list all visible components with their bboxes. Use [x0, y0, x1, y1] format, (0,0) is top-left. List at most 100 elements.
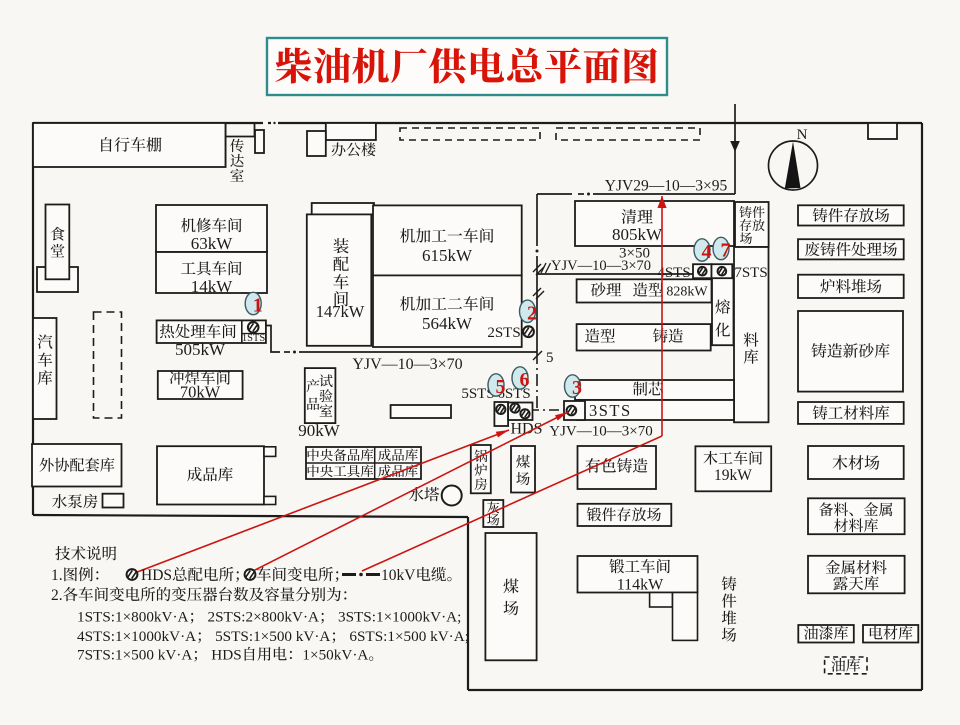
svg-text:HDS: HDS — [510, 421, 542, 438]
svg-text:水泵房: 水泵房 — [52, 490, 99, 512]
svg-text:热处理车间: 热处理车间 — [159, 320, 237, 342]
svg-text:564kW: 564kW — [422, 314, 473, 333]
svg-text:场: 场 — [516, 468, 531, 489]
svg-text:6: 6 — [520, 369, 530, 391]
svg-text:7STS:1×500 kV·A； HDS自用电：1×50kV: 7STS:1×500 kV·A； HDS自用电：1×50kV·A。 — [77, 644, 384, 665]
svg-text:堂: 堂 — [50, 240, 65, 261]
svg-text:汽: 汽 — [37, 331, 53, 353]
svg-text:铸造: 铸造 — [652, 325, 683, 347]
svg-text:YJV—10—3×70: YJV—10—3×70 — [549, 424, 652, 440]
svg-text:房: 房 — [474, 473, 488, 493]
svg-text:化: 化 — [715, 319, 731, 341]
svg-text:615kW: 615kW — [422, 246, 473, 265]
svg-text:办公楼: 办公楼 — [331, 139, 376, 160]
svg-text:传: 传 — [230, 135, 245, 156]
svg-text:3×50: 3×50 — [619, 246, 650, 262]
svg-text:煤: 煤 — [516, 451, 531, 472]
svg-text:造型: 造型 — [584, 325, 615, 347]
svg-text:147kW: 147kW — [316, 302, 365, 321]
svg-text:2: 2 — [527, 302, 537, 324]
svg-text:煤: 煤 — [503, 574, 519, 597]
svg-text:505kW: 505kW — [175, 340, 226, 359]
svg-text:YJV29—10—3×95: YJV29—10—3×95 — [605, 178, 728, 195]
svg-text:水塔: 水塔 — [408, 483, 440, 505]
svg-text:机修车间: 机修车间 — [180, 214, 242, 236]
svg-text:木工车间: 木工车间 — [703, 448, 763, 469]
svg-text:废铸件处理场: 废铸件处理场 — [804, 238, 897, 260]
svg-text:90kW: 90kW — [298, 421, 341, 440]
svg-text:1STS:1×800kV·A； 2STS:2×800kV·A: 1STS:1×800kV·A； 2STS:2×800kV·A； 3STS:1×1… — [77, 606, 461, 627]
svg-text:YJV—10—3×70: YJV—10—3×70 — [352, 356, 462, 373]
svg-text:库: 库 — [743, 346, 759, 368]
svg-text:配: 配 — [333, 251, 350, 275]
svg-text:828kW: 828kW — [666, 285, 708, 300]
svg-text:场: 场 — [503, 596, 519, 619]
svg-text:自行车棚: 自行车棚 — [98, 133, 162, 156]
svg-text:食: 食 — [50, 223, 65, 244]
svg-text:14kW: 14kW — [191, 277, 234, 296]
svg-text:存放: 存放 — [739, 215, 765, 234]
svg-text:6STS: 6STS — [497, 386, 530, 402]
svg-text:油漆库: 油漆库 — [803, 623, 848, 644]
svg-text:验: 验 — [319, 386, 333, 406]
svg-text:场: 场 — [487, 510, 500, 529]
svg-text:63kW: 63kW — [191, 234, 234, 253]
svg-text:4STS:1×1000kV·A； 5STS:1×500 kV: 4STS:1×1000kV·A； 5STS:1×500 kV·A； 6STS:1… — [77, 625, 469, 646]
svg-text:产: 产 — [306, 376, 320, 396]
svg-text:清理: 清理 — [621, 205, 653, 228]
svg-text:试: 试 — [319, 371, 333, 391]
svg-text:车间变电所；: 车间变电所； — [256, 563, 349, 585]
svg-text:车: 车 — [333, 269, 350, 293]
svg-text:技术说明: 技术说明 — [55, 542, 117, 564]
svg-text:7STS: 7STS — [734, 265, 767, 281]
svg-text:外协配套库: 外协配套库 — [39, 455, 115, 476]
svg-text:电材库: 电材库 — [868, 623, 913, 644]
svg-text:场: 场 — [739, 228, 752, 247]
svg-text:5STS: 5STS — [461, 386, 494, 402]
svg-text:铸工材料库: 铸工材料库 — [812, 402, 890, 424]
svg-text:熔: 熔 — [715, 296, 731, 318]
svg-text:4STS: 4STS — [657, 265, 690, 281]
svg-text:4: 4 — [702, 241, 712, 263]
svg-text:19kW: 19kW — [714, 467, 752, 484]
svg-text:机加工二车间: 机加工二车间 — [400, 292, 495, 315]
svg-text:3STS: 3STS — [589, 401, 632, 420]
svg-text:HDS总配电所；: HDS总配电所； — [141, 563, 250, 585]
svg-text:装: 装 — [333, 233, 350, 257]
svg-text:造型: 造型 — [632, 279, 663, 301]
svg-text:炉: 炉 — [474, 459, 488, 479]
svg-text:2STS: 2STS — [487, 325, 520, 341]
svg-text:805kW: 805kW — [612, 225, 663, 244]
svg-text:铸造新砂库: 铸造新砂库 — [811, 339, 890, 362]
svg-text:场: 场 — [721, 624, 737, 646]
svg-text:室: 室 — [319, 401, 333, 421]
svg-text:灰: 灰 — [487, 498, 500, 517]
svg-text:室: 室 — [230, 165, 245, 186]
svg-text:N: N — [797, 127, 808, 143]
svg-text:7: 7 — [721, 240, 731, 262]
svg-text:5: 5 — [496, 376, 506, 398]
svg-text:制芯: 制芯 — [632, 378, 663, 400]
svg-text:1.图例：: 1.图例： — [51, 563, 109, 585]
svg-text:2.各车间变电所的变压器台数及容量分别为：: 2.各车间变电所的变压器台数及容量分别为： — [51, 583, 357, 605]
svg-text:油库: 油库 — [831, 655, 861, 676]
svg-text:有色铸造: 有色铸造 — [585, 454, 648, 477]
svg-text:1: 1 — [253, 295, 263, 317]
svg-text:成品库: 成品库 — [187, 463, 234, 485]
svg-text:成品库: 成品库 — [378, 444, 419, 464]
svg-text:锻工车间: 锻工车间 — [609, 555, 671, 577]
svg-text:金属材料: 金属材料 — [825, 556, 888, 578]
svg-text:料: 料 — [743, 329, 759, 351]
svg-text:中央工具库: 中央工具库 — [306, 460, 374, 480]
svg-text:木材场: 木材场 — [832, 451, 880, 474]
svg-text:铸: 铸 — [721, 573, 737, 595]
svg-text:成品库: 成品库 — [378, 460, 419, 480]
svg-text:炉料堆场: 炉料堆场 — [820, 275, 882, 297]
svg-text:件: 件 — [721, 590, 737, 612]
svg-text:备料、金属: 备料、金属 — [818, 499, 893, 520]
svg-text:3: 3 — [572, 377, 582, 399]
svg-text:材料库: 材料库 — [833, 515, 878, 536]
svg-text:品: 品 — [306, 394, 320, 414]
svg-text:柴油机厂供电总平面图: 柴油机厂供电总平面图 — [274, 36, 659, 91]
svg-text:10kV电缆。: 10kV电缆。 — [381, 563, 462, 585]
